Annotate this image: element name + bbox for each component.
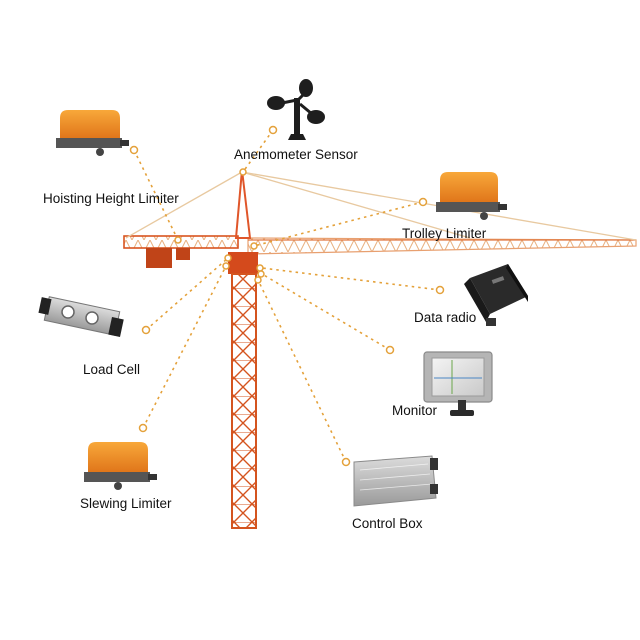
load-cell-icon <box>38 296 124 338</box>
label-anemometer-sensor: Anemometer Sensor <box>234 147 358 162</box>
jib <box>247 237 637 255</box>
label-data-radio: Data radio <box>414 310 477 325</box>
anemometer-icon <box>267 79 325 140</box>
connector-monitor <box>261 273 391 351</box>
counter-jib <box>123 235 239 268</box>
connector-control <box>257 279 347 463</box>
tie-ropes <box>125 171 637 241</box>
monitor-icon <box>423 351 493 416</box>
label-trolley-limiter: Trolley Limiter <box>402 226 487 241</box>
connector-loadcell <box>145 257 229 331</box>
connector-slewing <box>142 265 227 429</box>
connector-radio <box>261 267 441 291</box>
tower-head <box>234 169 252 239</box>
label-control-box: Control Box <box>352 516 423 531</box>
label-monitor: Monitor <box>392 403 438 418</box>
hoist-limiter-icon <box>56 110 129 156</box>
label-hoisting-height-limiter: Hoisting Height Limiter <box>43 191 179 206</box>
data-radio-icon <box>464 264 528 326</box>
connector-lines <box>133 129 441 463</box>
label-slewing-limiter: Slewing Limiter <box>80 496 172 511</box>
operator-cab <box>228 252 258 274</box>
tower-mast <box>231 273 257 529</box>
control-box-icon <box>353 455 438 507</box>
slewing-limiter-icon <box>84 442 157 490</box>
label-load-cell: Load Cell <box>83 362 141 377</box>
trolley-limiter-icon <box>436 172 507 220</box>
connector-anemometer <box>242 129 274 173</box>
connector-terminals <box>129 125 445 467</box>
